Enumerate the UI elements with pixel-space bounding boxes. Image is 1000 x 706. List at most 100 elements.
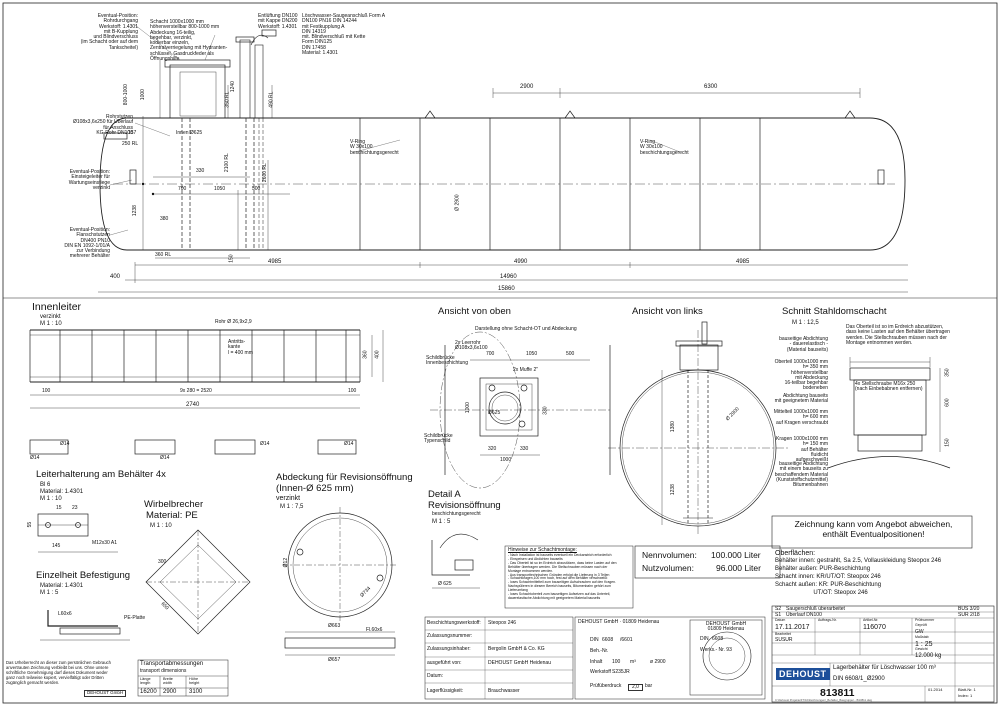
transport-title1: Transportabmessungen: [140, 661, 204, 667]
dim-2900: 2900: [520, 84, 534, 90]
oberflaechen-line-1: Behälter innen: gestrahlt, Sa 2.5, Volla…: [775, 558, 942, 564]
schnitt-oberteil: Oberteil 1000x1000 mm h= 350 mm höhenver…: [774, 359, 828, 392]
hinweise-body: - Nach Installation ist bauseits eventue…: [508, 553, 617, 600]
dehoust-logo: DEHOUST: [776, 668, 830, 680]
oberflaechen-line-3: Schacht innen: KR/UT/OT: Steopox 246: [775, 574, 881, 580]
innenleiter-sub: verzinkt: [40, 314, 61, 320]
dim-innen625: Innen Ø625: [176, 130, 203, 136]
ansicht-oben-dim-625: Ø625: [488, 410, 501, 416]
wirbelbrecher-title: Wirbelbrecher: [144, 499, 204, 510]
dim-157: 157: [128, 130, 137, 136]
ansicht-oben-leerrohr: 2x Leerrohr Ø108x3,6x100: [455, 340, 488, 352]
form2-inhalt-diam: ø 2900: [650, 659, 666, 665]
callout-rohrstutzen: Rohrstutzen Ø108x3,6x250 für Überlauf fü…: [72, 114, 133, 136]
form2-din2-label: DIN: [700, 636, 709, 642]
innenleiter-dim-400: 400: [374, 350, 381, 359]
callout-rohrdurchgang: Eventual-Position: Rohrdurchgang Werksto…: [80, 13, 138, 51]
dim-2600rl: 2600 RL: [261, 163, 268, 183]
schnitt-abdichtung2: Abdichtung bauseits mit geeignetem Mater…: [774, 393, 828, 405]
form2-pruef-value: 2,0: [628, 684, 643, 692]
volume-nutz-label: Nutzvolumen:: [642, 563, 694, 573]
tb-file-path: C:\Dehoust Projekte\FT\10\Zeichnungen\_B…: [775, 698, 872, 702]
form1-r5-label: Datum:: [427, 673, 444, 679]
abdeckung-sub: verzinkt: [276, 495, 301, 502]
form2-werkstoff-label: Werkstoff: [590, 669, 611, 675]
volume-nenn-value: 100.000 Liter: [711, 550, 761, 560]
dim-360rl: 360 RL: [155, 252, 172, 258]
volume-nutz-value: 96.000 Liter: [716, 563, 761, 573]
innenleiter-dim-14c: Ø14: [160, 455, 170, 461]
schnitt-scale: M 1 : 12,5: [792, 320, 819, 326]
callout-einsteigleiter: Eventual-Position: Einsteigeleiter für W…: [68, 169, 110, 191]
leiterhalterung-dim-23: 23: [72, 505, 78, 511]
tb-header-gewicht: Gewicht: [915, 647, 928, 651]
innenleiter-title: Innenleiter: [32, 301, 82, 313]
tb-header-gepr: Geprüft: [915, 623, 927, 627]
volume-nenn-label: Nennvolumen:: [642, 550, 697, 560]
dim-330: 330: [196, 168, 205, 174]
form2-werk-label: Werks.- Nr. 93: [700, 647, 732, 653]
schnitt-abdichtung: bauseitige Abdichtung - dauerelastisch -…: [779, 336, 828, 353]
innenleiter-scale: M 1 : 10: [40, 321, 62, 327]
ansicht-oben-title: Ansicht von oben: [438, 306, 511, 317]
ansicht-oben-dim-1050: 1050: [526, 351, 538, 357]
dim-490rl: 490 RL: [268, 91, 275, 108]
dim-1050: 1050: [214, 186, 226, 192]
abdeckung-dim-657: Ø657: [328, 657, 341, 663]
tb-value-datum: 17.11.2017: [775, 624, 810, 631]
abdeckung-title2: (Innen-Ø 625 mm): [276, 483, 354, 494]
oberflaechen-line-5: UT/OT: Steopox 246: [775, 590, 868, 596]
tb-header-pruef: Prüfnummer: [915, 618, 935, 622]
befestigung-sub: Material: 1.4301: [40, 583, 84, 589]
transport-value-breite: 2900: [163, 689, 177, 695]
tb-drawing-number: 813811: [820, 687, 855, 699]
transport-value-hoehe: 3100: [189, 689, 203, 695]
detail-a-sub: Revisionsöffnung: [428, 500, 501, 511]
transport-header-hoehe: Höhe height: [189, 677, 200, 685]
detail-a-title: Detail A: [428, 489, 461, 500]
callout-schacht: Schacht 1000x1000 mm höhenverstellbar 80…: [150, 19, 228, 62]
form1-r4-label: ausgeführt von:: [427, 660, 462, 666]
innenleiter-antritt: Antritts- kante l = 400 mm: [228, 339, 253, 356]
notice-text: Zeichnung kann vom Angebot abweichen, en…: [794, 519, 953, 540]
ansicht-oben-dim-500: 500: [566, 351, 575, 357]
ansicht-oben-dim-330b: 330: [520, 446, 529, 452]
callout-v-ring-right: V-Ring W 30x100 beschichtungsgerecht: [640, 139, 689, 156]
schnitt-stellschrauben: 4x Stellschraube M16x 250 (nach Einbebab…: [855, 381, 923, 393]
tb-header-massstab: Maßstab: [915, 635, 929, 639]
oberflaechen-line-4: Schacht außen: KR: PUR-Beschichtung: [775, 582, 882, 588]
tb-value-massstab: 1 : 25: [915, 641, 933, 648]
dim-350rl: 350 RL: [224, 91, 231, 108]
form2-din2-value: 6608: [712, 636, 724, 642]
dim-4990: 4990: [514, 259, 528, 265]
tb-title-2: DIN 6608/1_Ø2900: [833, 676, 885, 682]
form2-pruef-unit: bar: [645, 683, 653, 689]
leiterhalterung-sub1: Bl 6: [40, 482, 51, 488]
befestigung-scale: M 1 : 5: [40, 590, 59, 596]
schnitt-abdichtung3: bauseitige Abdichtung mit einem bauseits…: [774, 461, 828, 488]
befestigung-title: Einzelheit Befestigung: [36, 570, 131, 581]
dim-400: 400: [110, 274, 121, 280]
innenleiter-dim-14a: Ø14: [30, 455, 40, 461]
ansicht-oben-schildbruecke: Schildbrücke Innenbeschichtung: [426, 355, 468, 367]
rev-s1-code: S1: [775, 612, 782, 618]
ansicht-oben-dim-1000v: 1000: [464, 402, 471, 414]
tb-header-datum: Datum: [775, 618, 786, 622]
wirbelbrecher-material: Material: PE: [146, 510, 198, 521]
form1-r6-value: Brauchwasser: [488, 688, 520, 694]
innenleiter-dim-14e: Ø14: [344, 441, 354, 447]
dim-4985-b: 4985: [736, 259, 750, 265]
transport-value-laenge: 16200: [140, 689, 157, 695]
oberflaechen-line-2: Behälter außen: PUR-Beschichtung: [775, 566, 871, 572]
disclaimer-text: Das Urheberrecht an dieser zum persönlic…: [6, 660, 111, 686]
form2-inhalt-value: 100: [612, 659, 621, 665]
leiterhalterung-dim-145: 145: [52, 543, 61, 549]
rev-s1-date: SUR 2/18: [958, 612, 980, 618]
schnitt-title: Schnitt Stahldomschacht: [782, 306, 887, 317]
wirbelbrecher-dim-300: 300: [158, 559, 167, 565]
tb-date-small: 01.2014: [928, 687, 943, 692]
form1-r1-value: Steopox 246: [488, 620, 517, 626]
ansicht-oben-dim-330: 330: [542, 406, 549, 415]
tb-value-artikel: 116070: [863, 624, 886, 631]
